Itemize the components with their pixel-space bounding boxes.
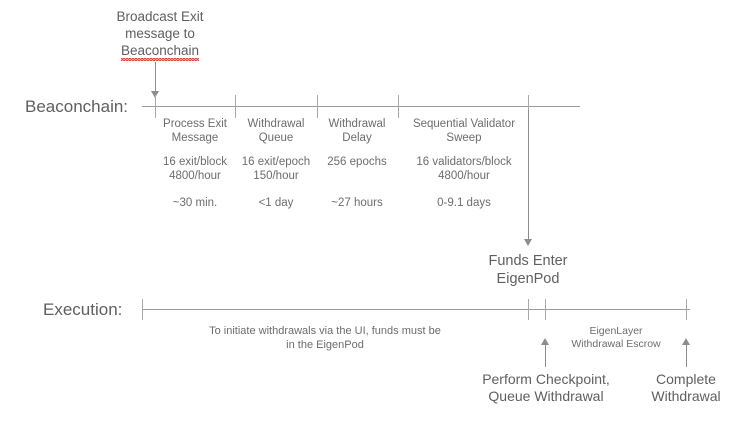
stage-sequential-validator-sweep-rate: 16 validators/block 4800/hour [416,156,512,182]
event-perform-checkpoint-label: Perform Checkpoint, Queue Withdrawal [482,371,610,404]
stage-withdrawal-queue-title: Withdrawal Queue [247,118,305,144]
execution-axis [142,309,690,310]
beaconchain-tick-0 [155,95,156,118]
eigenlayer-withdrawal-escrow-note: EigenLayer Withdrawal Escrow [571,325,661,350]
beaconchain-tick-1 [235,95,236,118]
perform-checkpoint-arrowhead [541,338,549,345]
beaconchain-axis [142,106,580,107]
beaconchain-tick-4 [528,95,529,118]
complete-withdrawal-connector-line [686,343,687,367]
beaconchain-tick-2 [317,95,318,118]
stage-process-exit-message-rate: 16 exit/block 4800/hour [163,156,227,182]
broadcast-exit-callout: Broadcast Exit message to Beaconchain [95,8,225,61]
stage-sequential-validator-sweep-title: Sequential Validator Sweep [412,118,516,144]
stage-withdrawal-delay-title: Withdrawal Delay [328,118,386,144]
funds-enter-eigenpod-label: Funds Enter EigenPod [488,253,568,287]
funds-enter-eigenpod-arrowhead [524,239,532,246]
execution-tick-funds-arrival [528,299,529,320]
execution-tick-checkpoint [545,299,546,320]
execution-ui-note: To initiate withdrawals via the UI, fund… [209,325,441,351]
event-complete-withdrawal-label: Complete Withdrawal [651,371,721,404]
execution-row-label: Execution: [43,300,123,319]
broadcast-exit-connector-line [155,62,156,96]
stage-withdrawal-queue-rate: 16 exit/epoch 150/hour [241,156,311,182]
complete-withdrawal-arrowhead [682,338,690,345]
beaconchain-row-label: Beaconchain: [25,97,129,116]
beaconchain-misspelled-word: Beaconchain [120,43,200,61]
callout-line-3: Beaconchain [95,42,225,61]
beaconchain-tick-3 [398,95,399,118]
stage-sequential-validator-sweep-time: 0-9.1 days [437,197,491,209]
stage-process-exit-message-title: Process Exit Message [163,118,227,144]
funds-enter-eigenpod-connector-line [528,110,529,243]
callout-line-2: message to [125,26,195,41]
stage-withdrawal-queue-time: <1 day [258,197,294,209]
perform-checkpoint-connector-line [545,343,546,367]
execution-tick-complete [686,299,687,320]
stage-withdrawal-delay-rate: 256 epochs [327,156,387,168]
execution-tick-start [142,299,143,320]
callout-line-1: Broadcast Exit [116,9,204,24]
stage-withdrawal-delay-time: ~27 hours [331,197,383,209]
stage-process-exit-message-time: ~30 min. [172,197,218,209]
broadcast-exit-arrowhead [151,91,159,98]
